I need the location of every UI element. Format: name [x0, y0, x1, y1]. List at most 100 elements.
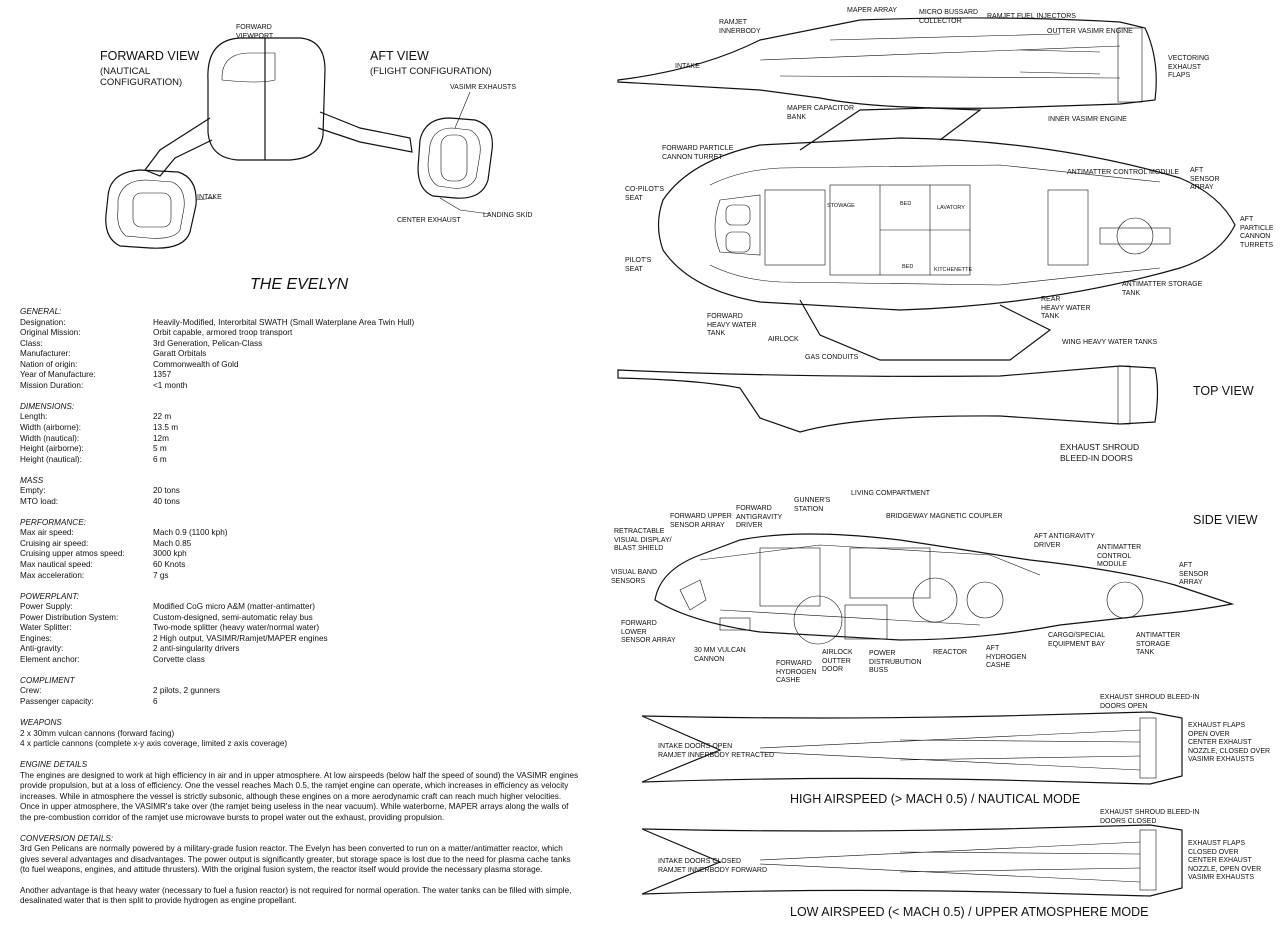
spec-row: Element anchor: Corvette class	[20, 655, 580, 666]
label-top-intake: INTAKE	[675, 63, 700, 70]
spec-key: MTO load:	[20, 496, 59, 506]
forward-view-drawing	[105, 37, 413, 249]
spec-key: Max nautical speed:	[20, 559, 93, 569]
spec-row: Crew: 2 pilots, 2 gunners	[20, 686, 580, 697]
label-gas-conduits: GAS CONDUITS	[805, 354, 859, 361]
spec-row: Max nautical speed:60 Knots	[20, 560, 580, 571]
weapons-heading: WEAPONS	[20, 718, 62, 728]
spec-sheet: GENERAL:Designation: Heavily-Modified, In…	[20, 307, 580, 907]
label-side-aft-sensor: AFT SENSOR ARRAY	[1179, 562, 1209, 586]
low-airspeed-title: LOW AIRSPEED (< MACH 0.5) / UPPER ATMOSP…	[790, 905, 1149, 919]
label-kitchenette: KITCHENETTE	[934, 267, 973, 273]
spec-key: Element anchor:	[20, 654, 80, 664]
label-reactor: REACTOR	[933, 649, 968, 656]
spec-key: Max acceleration:	[20, 570, 85, 580]
spec-value: Heavily-Modified, Interorbital SWATH (Sm…	[153, 317, 415, 327]
weapons-line: 2 x 30mm vulcan cannons (forward facing)	[20, 728, 175, 738]
spec-row: Passenger capacity:6	[20, 697, 580, 708]
conversion-details-text: 3rd Gen Pelicans are normally powered by…	[20, 844, 571, 875]
spec-section-heading: MASS	[20, 475, 44, 485]
spec-value: 22 m	[153, 412, 172, 422]
high-airspeed-title: HIGH AIRSPEED (> MACH 0.5) / NAUTICAL MO…	[790, 792, 1081, 806]
label-vectoring-flaps: VECTORING EXHAUST FLAPS	[1168, 55, 1210, 79]
spec-row: Year of Manufacture: 1357	[20, 370, 580, 381]
spec-value: 6 m	[153, 454, 167, 464]
engine-details-heading: ENGINE DETAILS	[20, 760, 88, 770]
label-fwd-hydrogen: FORWARD HYDROGEN CASHE	[776, 660, 817, 684]
spec-row: MTO load: 40 tons	[20, 497, 580, 508]
spec-key: Year of Manufacture:	[20, 370, 96, 380]
label-fwd-heavy-water: FORWARD HEAVY WATER TANK	[707, 313, 757, 337]
spec-key: Max air speed:	[20, 528, 74, 538]
spec-section-heading: GENERAL:	[20, 307, 62, 316]
spec-value: 3rd Generation, Pelican-Class	[153, 338, 263, 348]
label-gunners-station: GUNNER'S STATION	[794, 497, 831, 513]
label-aft-hydrogen: AFT HYDROGEN CASHE	[986, 645, 1027, 669]
engine-details-text: The engines are designed to work at high…	[20, 770, 579, 822]
spec-key: Engines:	[20, 633, 52, 643]
spec-row: Cruising upper atmos speed: 3000 kph	[20, 549, 580, 560]
weapons-line: 4 x particle cannons (complete x-y axis …	[20, 739, 288, 749]
label-high-flaps: EXHAUST FLAPS OPEN OVER CENTER EXHAUST N…	[1188, 722, 1271, 763]
low-airspeed-drawing	[641, 824, 1183, 897]
label-fwd-lower-sensor: FORWARD LOWER SENSOR ARRAY	[621, 620, 676, 644]
spec-sections: GENERAL:Designation: Heavily-Modified, In…	[20, 307, 580, 708]
spec-row: Power Supply:Modified CoG micro A&M (mat…	[20, 602, 580, 613]
spec-row: Engines:2 High output, VASIMR/Ramjet/MAP…	[20, 634, 580, 645]
spec-key: Class:	[20, 338, 43, 348]
spec-value: Mach 0.85	[153, 538, 192, 548]
spec-key: Water Splitter:	[20, 623, 72, 633]
spec-value: Modified CoG micro A&M (matter-antimatte…	[153, 602, 315, 612]
spec-value: 3000 kph	[153, 549, 187, 559]
aft-view-title: AFT VIEW	[370, 49, 429, 63]
label-airlock: AIRLOCK	[768, 336, 799, 343]
label-am-storage: ANTIMATTER STORAGE TANK	[1122, 281, 1203, 297]
label-low-shroud: EXHAUST SHROUD BLEED-IN DOORS CLOSED	[1100, 809, 1200, 825]
spec-value: 1357	[153, 370, 172, 380]
label-side-am-storage: ANTIMATTER STORAGE TANK	[1136, 632, 1181, 656]
spec-key: Height (airborne):	[20, 444, 84, 454]
spec-value: 40 tons	[153, 496, 180, 506]
label-airlock-outer: AIRLOCK OUTTER DOOR	[822, 649, 853, 673]
spec-row: Cruising air speed: Mach 0.85	[20, 539, 580, 550]
label-pilot-seat: PILOT'S SEAT	[625, 257, 652, 273]
top-view-title: TOP VIEW	[1193, 384, 1254, 398]
label-am-control: ANTIMATTER CONTROL MODULE	[1067, 169, 1180, 176]
label-ramjet-innerbody: RAMJET INNERBODY	[719, 19, 761, 35]
spec-row: Width (nautical):12m	[20, 434, 580, 445]
spec-value: 2 pilots, 2 gunners	[153, 686, 220, 696]
label-high-intake: INTAKE DOORS OPEN RAMJET INNERBODY RETRA…	[658, 743, 775, 759]
spec-value: Two-mode splitter (heavy water/normal wa…	[153, 623, 320, 633]
label-rear-heavy-water: REAR HEAVY WATER TANK	[1041, 296, 1091, 320]
top-view-drawing	[617, 17, 1236, 433]
spec-row: Height (nautical): 6 m	[20, 455, 580, 466]
label-maper-array: MAPER ARRAY	[847, 7, 898, 14]
spec-key: Anti-gravity:	[20, 644, 64, 654]
spec-value: Corvette class	[153, 654, 205, 664]
label-aft-antigravity: AFT ANTIGRAVITY DRIVER	[1034, 533, 1095, 549]
spec-row: Mission Duration:<1 month	[20, 381, 580, 392]
spec-key: Cruising air speed:	[20, 538, 89, 548]
label-wing-heavy-water: WING HEAVY WATER TANKS	[1062, 339, 1158, 346]
forward-view-title: FORWARD VIEW	[100, 49, 200, 63]
label-bed-2: BED	[902, 264, 914, 270]
spec-key: Height (nautical):	[20, 454, 82, 464]
spec-key: Cruising upper atmos speed:	[20, 549, 125, 559]
spec-key: Empty:	[20, 486, 46, 496]
spec-value: 6	[153, 697, 158, 706]
spec-value: 12m	[153, 433, 169, 443]
spec-row: Water Splitter: Two-mode splitter (heavy …	[20, 623, 580, 634]
label-intake: INTAKE	[197, 194, 222, 201]
label-low-intake: INTAKE DOORS CLOSED RAMJET INNERBODY FOR…	[658, 858, 768, 874]
spec-key: Width (airborne):	[20, 422, 81, 432]
label-power-dist: POWER DISTRUBUTION BUSS	[869, 650, 922, 674]
conversion-details-heading: CONVERSION DETAILS:	[20, 833, 114, 843]
spec-key: Designation:	[20, 317, 66, 327]
spec-key: Crew:	[20, 686, 42, 696]
spec-row: Manufacturer:Garatt Orbitals	[20, 349, 580, 360]
spec-key: Power Distribution System:	[20, 612, 119, 622]
spec-key: Original Mission:	[20, 328, 81, 338]
spec-section-heading: POWERPLANT:	[20, 591, 79, 601]
label-vulcan-cannon: 30 MM VULCAN CANNON	[694, 647, 746, 663]
